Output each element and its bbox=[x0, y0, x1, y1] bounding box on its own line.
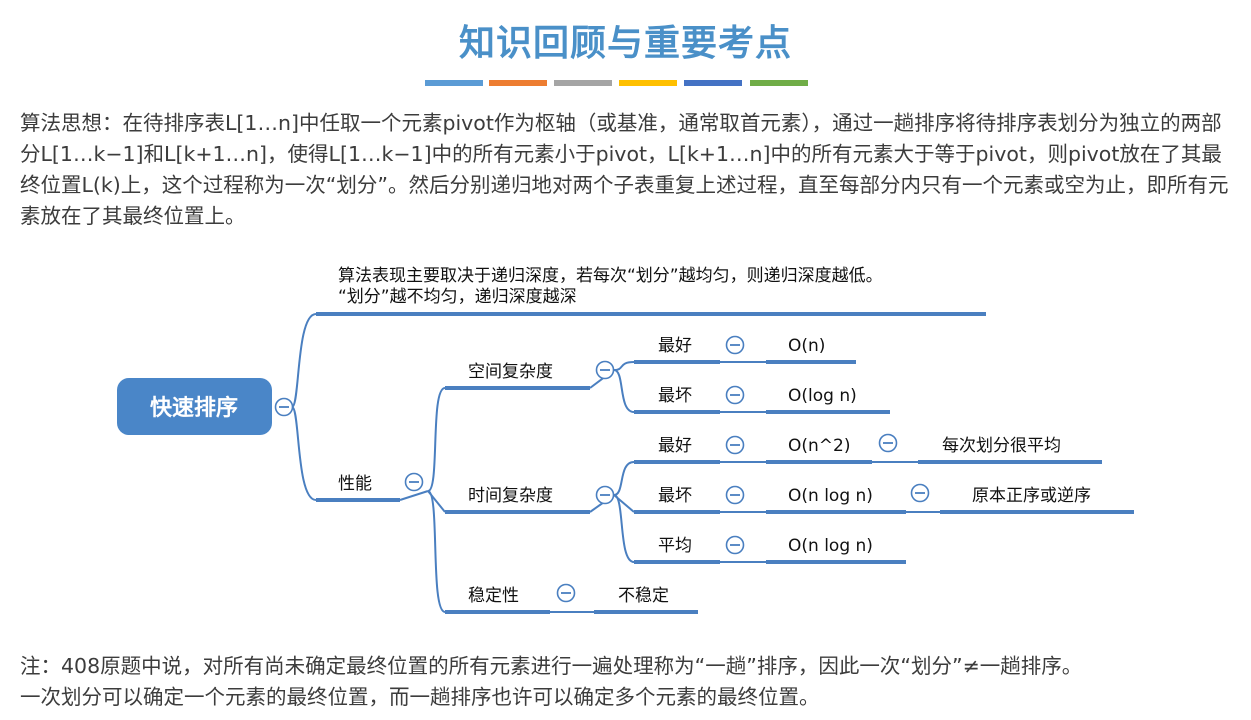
root-node-quicksort[interactable]: 快速排序 bbox=[117, 378, 272, 435]
time-complexity-label: 时间复杂度 bbox=[468, 486, 553, 506]
note-line-1: 算法表现主要取决于递归深度，若每次“划分”越均匀，则递归深度越低。 bbox=[338, 266, 883, 286]
collapse-space-button[interactable] bbox=[595, 360, 615, 380]
collapse-space-worst-button[interactable] bbox=[725, 385, 745, 405]
stability-value: 不稳定 bbox=[618, 586, 669, 606]
collapse-time-worst-button[interactable] bbox=[725, 485, 745, 505]
note-line-2: “划分”越不均匀，递归深度越深 bbox=[338, 287, 577, 307]
branch-root-to-performance bbox=[291, 406, 317, 501]
accent-bar-1 bbox=[425, 80, 483, 86]
collapse-root-button[interactable] bbox=[274, 397, 294, 417]
collapse-time-best-button[interactable] bbox=[725, 435, 745, 455]
space-complexity-label: 空间复杂度 bbox=[468, 362, 553, 382]
accent-bar-6 bbox=[750, 80, 808, 86]
branch-root-to-note bbox=[291, 313, 317, 408]
collapse-time-best-value-button[interactable] bbox=[878, 433, 898, 453]
time-avg-label: 平均 bbox=[658, 536, 692, 556]
time-worst-label: 最坏 bbox=[658, 486, 692, 506]
page-title: 知识回顾与重要考点 bbox=[458, 23, 792, 64]
footnote-line-2: 一次划分可以确定一个元素的最终位置，而一趟排序也许可以确定多个元素的最终位置。 bbox=[20, 685, 820, 709]
footnote-line-1: 注：408原题中说，对所有尚未确定最终位置的所有元素进行一遍处理称为“一趟”排序… bbox=[20, 654, 1083, 678]
root-node-label: 快速排序 bbox=[150, 395, 238, 421]
branch-perf-to-space bbox=[427, 387, 446, 492]
time-best-value: O(n^2) bbox=[788, 436, 850, 456]
space-worst-label: 最坏 bbox=[658, 386, 692, 406]
algorithm-idea-paragraph: 算法思想：在待排序表L[1…n]中任取一个元素pivot作为枢轴（或基准，通常取… bbox=[20, 111, 1229, 228]
collapse-performance-button[interactable] bbox=[404, 472, 424, 492]
space-best-label: 最好 bbox=[658, 336, 692, 356]
time-avg-value: O(n log n) bbox=[788, 536, 873, 556]
time-best-label: 最好 bbox=[658, 436, 692, 456]
collapse-time-worst-value-button[interactable] bbox=[910, 483, 930, 503]
mindmap-branches bbox=[291, 313, 635, 613]
branch-time-to-avg bbox=[613, 494, 635, 563]
collapse-space-best-button[interactable] bbox=[725, 335, 745, 355]
performance-label: 性能 bbox=[338, 474, 372, 494]
collapse-time-button[interactable] bbox=[595, 485, 615, 505]
collapse-stability-button[interactable] bbox=[556, 583, 576, 603]
space-worst-value: O(log n) bbox=[788, 386, 857, 406]
space-best-value: O(n) bbox=[788, 336, 825, 356]
branch-perf-to-stability bbox=[427, 490, 446, 613]
accent-bar-5 bbox=[684, 80, 742, 86]
stability-label: 稳定性 bbox=[468, 586, 519, 606]
accent-bar-3 bbox=[554, 80, 612, 86]
branch-time-to-best bbox=[613, 461, 635, 496]
accent-bar-4 bbox=[619, 80, 677, 86]
mindmap-underlines bbox=[316, 312, 1134, 614]
time-worst-value: O(n log n) bbox=[788, 486, 873, 506]
time-worst-note: 原本正序或逆序 bbox=[972, 486, 1091, 506]
time-best-note: 每次划分很平均 bbox=[942, 436, 1061, 456]
branch-space-to-best bbox=[613, 361, 635, 371]
branch-space-to-worst bbox=[613, 369, 635, 413]
accent-bar-2 bbox=[489, 80, 547, 86]
collapse-time-avg-button[interactable] bbox=[725, 535, 745, 555]
